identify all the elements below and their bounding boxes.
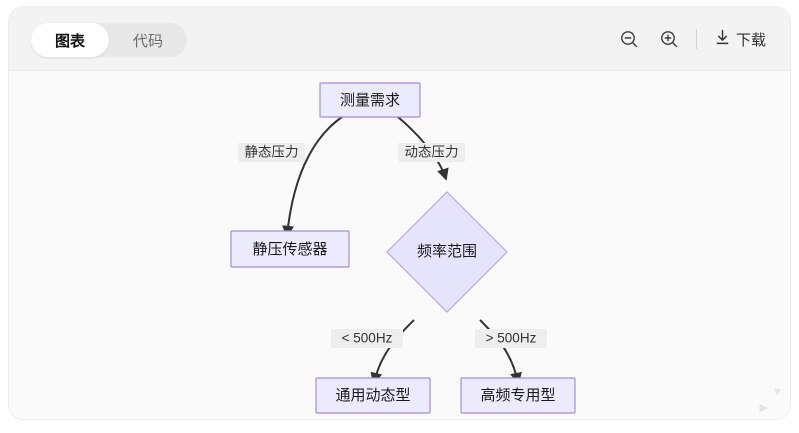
edge-label-above-500hz: > 500Hz [475,329,547,348]
tab-chart[interactable]: 图表 [31,23,109,57]
node-high-frequency-type-label: 高频专用型 [480,387,555,404]
tab-chart-label: 图表 [54,32,85,50]
node-frequency-range[interactable]: 频率范围 [386,191,508,313]
zoom-in-icon[interactable] [656,26,682,52]
tab-code-label: 代码 [132,32,163,50]
vertical-scroll-indicator[interactable]: ▼ [772,386,783,398]
download-icon [713,28,732,51]
edge-root-to-static [282,116,343,238]
edge-label-static-pressure: 静态压力 [238,143,305,162]
node-high-frequency-type[interactable]: 高频专用型 [460,377,576,414]
header-toolbar: 下载 [616,21,768,57]
view-tab-switch: 图表 代码 [31,23,187,57]
horizontal-scroll-indicator[interactable]: ▶ [759,402,768,414]
node-measurement-requirement-label: 测量需求 [340,92,400,109]
zoom-out-icon[interactable] [616,26,642,52]
download-button[interactable]: 下载 [711,26,768,53]
edge-label-below-500hz: < 500Hz [331,329,403,348]
edge-label-dynamic-pressure-text: 动态压力 [405,145,459,160]
node-static-pressure-sensor[interactable]: 静压传感器 [230,230,350,268]
edge-label-static-pressure-text: 静态压力 [245,145,299,160]
diagram-card: 图表 代码 [8,6,791,420]
flowchart-svg: 静态压力 动态压力 < 500Hz > 500Hz 测量需求 [230,82,576,414]
card-header: 图表 代码 [9,7,790,71]
edge-label-above-500hz-text: > 500Hz [486,331,537,346]
node-static-pressure-sensor-label: 静压传感器 [252,241,327,258]
download-label: 下载 [735,31,766,49]
toolbar-divider [695,29,697,49]
tab-code[interactable]: 代码 [109,23,187,57]
node-general-dynamic-type-label: 通用动态型 [335,387,410,404]
node-measurement-requirement[interactable]: 测量需求 [319,82,421,118]
edge-label-dynamic-pressure: 动态压力 [398,143,465,162]
node-general-dynamic-type[interactable]: 通用动态型 [315,377,431,414]
diagram-canvas[interactable]: 静态压力 动态压力 < 500Hz > 500Hz 测量需求 [9,71,790,419]
node-frequency-range-label: 频率范围 [417,243,477,260]
edge-label-below-500hz-text: < 500Hz [342,331,393,346]
